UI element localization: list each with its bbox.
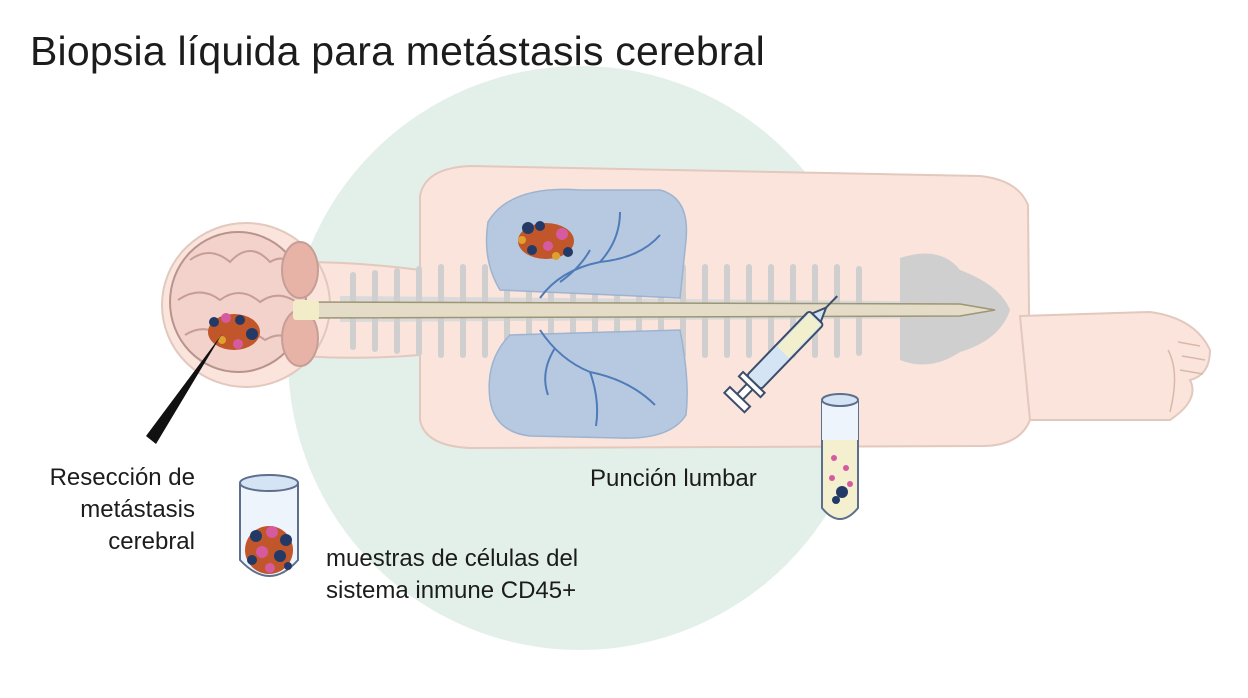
lungs: [485, 188, 688, 439]
label-immune-samples-line-1: muestras de células del: [326, 545, 579, 572]
figure-title: Biopsia líquida para metástasis cerebral: [30, 28, 765, 74]
label-immune-samples: muestras de células del sistema inmune C…: [326, 543, 578, 607]
resection-needle: [146, 334, 222, 444]
spinal-cord: [295, 301, 996, 319]
label-resection-line-1: Resección de: [49, 464, 195, 491]
label-resection: Resección de metástasis cerebral: [50, 462, 195, 558]
head: [161, 222, 331, 388]
label-lumbar-puncture: Punción lumbar: [590, 465, 757, 492]
label-resection-line-3: cerebral: [108, 528, 195, 555]
label-resection-line-2: metástasis: [80, 496, 195, 523]
lung-tumor: [518, 221, 574, 260]
brain-tumor: [208, 313, 260, 350]
csf-tube: [821, 393, 859, 520]
immune-sample-tube: [239, 474, 299, 577]
syringe: [722, 295, 838, 414]
label-immune-samples-line-2: sistema inmune CD45+: [326, 577, 577, 604]
